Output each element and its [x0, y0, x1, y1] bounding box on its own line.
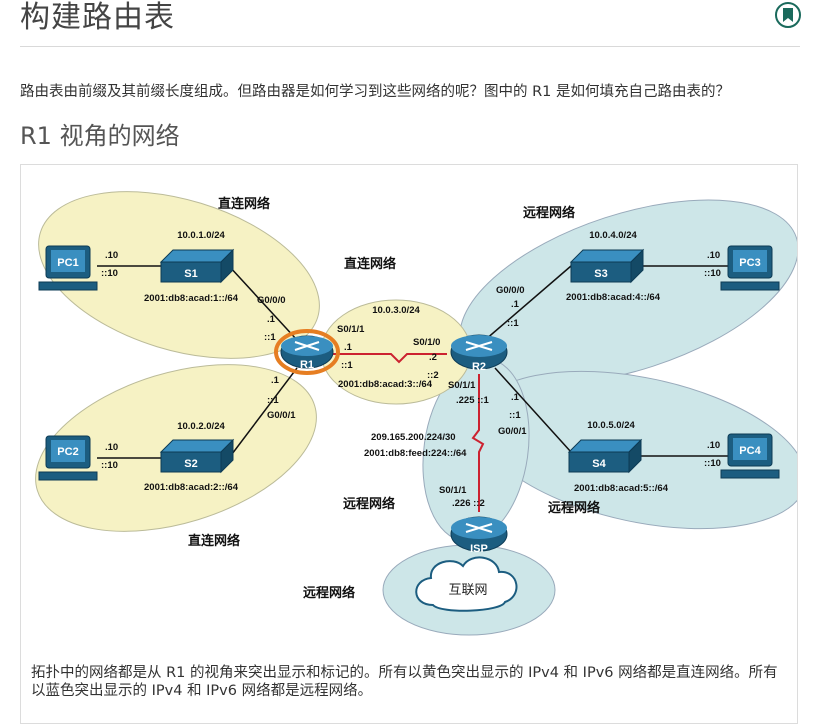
r1-s011-ipv6: ::1: [341, 360, 353, 371]
net2-ipv6: 2001:db8:acad:2::/64: [144, 482, 239, 493]
internet-label: 互联网: [448, 582, 487, 597]
intro-text: 路由表由前缀及其前缀长度组成。但路由器是如何学习到这些网络的呢？图中的 R1 是…: [20, 84, 731, 100]
net1-ipv6: 2001:db8:acad:1::/64: [144, 293, 239, 304]
r2-g001-ipv6: ::1: [509, 410, 521, 421]
r2-g001-name: G0/0/1: [498, 426, 527, 437]
switch-s2[interactable]: S2: [159, 438, 235, 474]
isp-s011-addr: .226 ::2: [452, 498, 485, 509]
net1-ipv4: 10.0.1.0/24: [177, 230, 225, 241]
pc1-ipv6: ::10: [101, 268, 118, 279]
pc1[interactable]: PC1: [38, 245, 98, 291]
s2-label: S2: [184, 458, 197, 470]
r1-s011-ipv4: .1: [344, 342, 353, 353]
bookmark-button[interactable]: [775, 2, 801, 28]
label-remote-right: 远程网络: [548, 500, 600, 515]
isp-label: ISP: [470, 543, 488, 555]
isp-link-ipv6: 2001:db8:feed:224::/64: [364, 448, 467, 459]
pc4-ipv4: .10: [707, 440, 720, 451]
net2-ipv4: 10.0.2.0/24: [177, 421, 225, 432]
isp-s011-name: S0/1/1: [439, 485, 467, 496]
r2-g000-ipv6: ::1: [507, 318, 519, 329]
net3-ipv6: 2001:db8:acad:3::/64: [338, 379, 433, 390]
r1-g001-name: G0/0/1: [267, 410, 296, 421]
switch-s4[interactable]: S4: [567, 438, 643, 474]
figure-caption: 拓扑中的网络都是从 R1 的视角来突出显示和标记的。所有以黄色突出显示的 IPv…: [31, 665, 778, 699]
pc1-ipv4: .10: [105, 250, 118, 261]
net4-ipv4: 10.0.4.0/24: [589, 230, 637, 241]
link-r1-r2-serial: [331, 353, 447, 364]
links: [97, 265, 729, 459]
r2-label: R2: [472, 361, 486, 373]
r1-g000-ipv6: ::1: [264, 332, 276, 343]
r2-g001-ipv4: .1: [511, 392, 520, 403]
r2-s011-addr: .225 ::1: [456, 395, 489, 406]
pc2-label: PC2: [57, 446, 78, 458]
link-r2-s4: [494, 367, 572, 453]
pc3[interactable]: PC3: [720, 245, 780, 291]
direct-regions: [35, 191, 472, 532]
r1-g000-name: G0/0/0: [257, 295, 286, 306]
router-r1[interactable]: R1: [274, 329, 340, 375]
section-title: R1 视角的网络: [20, 122, 180, 150]
pc4-ipv6: ::10: [704, 458, 721, 469]
r1-s011-name: S0/1/1: [337, 324, 365, 335]
pc3-label: PC3: [739, 257, 760, 269]
net4-ipv6: 2001:db8:acad:4::/64: [566, 292, 661, 303]
label-direct-top: 直连网络: [218, 196, 270, 211]
pc1-label: PC1: [57, 257, 78, 269]
r2-s010-name: S0/1/0: [413, 337, 440, 348]
net3-ipv4: 10.0.3.0/24: [372, 305, 420, 316]
switch-s1[interactable]: S1: [159, 248, 235, 284]
r1-g000-ipv4: .1: [267, 314, 276, 325]
link-r2-s3: [484, 265, 572, 341]
pc2-ipv6: ::10: [101, 460, 118, 471]
label-remote-mid: 远程网络: [343, 496, 395, 511]
topology-figure: PC1 PC2 PC3 PC4 S1 S2 S3: [20, 164, 807, 724]
s1-label: S1: [184, 268, 197, 280]
net5-ipv6: 2001:db8:acad:5::/64: [574, 483, 669, 494]
pc4-label: PC4: [739, 445, 761, 457]
page-title: 构建路由表: [20, 0, 175, 35]
pc2[interactable]: PC2: [38, 435, 98, 481]
link-s1-r1: [228, 265, 298, 341]
switch-s3[interactable]: S3: [569, 248, 645, 284]
router-r2[interactable]: R2: [450, 334, 508, 373]
label-direct-mid: 直连网络: [344, 256, 396, 271]
internet-cloud: 互联网: [415, 556, 518, 612]
r1-label: R1: [300, 359, 314, 371]
net5-ipv4: 10.0.5.0/24: [587, 420, 635, 431]
title-divider: [20, 46, 800, 47]
link-s2-r1: [228, 367, 298, 459]
topology-diagram: PC1 PC2 PC3 PC4 S1 S2 S3: [35, 191, 807, 636]
label-remote-top: 远程网络: [523, 205, 575, 220]
bookmark-icon: [783, 8, 793, 22]
label-remote-bottom: 远程网络: [303, 585, 355, 600]
label-direct-bottom: 直连网络: [188, 533, 240, 548]
pc3-ipv6: ::10: [704, 268, 721, 279]
r2-s010-ipv4: .2: [429, 352, 437, 363]
s3-label: S3: [594, 268, 607, 280]
isp-link-ipv4: 209.165.200.224/30: [371, 432, 456, 443]
pc4[interactable]: PC4: [720, 433, 780, 479]
r1-g001-ipv4: .1: [271, 375, 280, 386]
r2-g000-ipv4: .1: [511, 299, 520, 310]
r2-s011-name: S0/1/1: [448, 380, 476, 391]
r1-g001-ipv6: ::1: [267, 395, 279, 406]
router-isp[interactable]: ISP: [450, 516, 508, 555]
pc3-ipv4: .10: [707, 250, 720, 261]
r2-s010-ipv6: ::2: [427, 370, 439, 381]
r2-g000-name: G0/0/0: [496, 285, 525, 296]
link-r2-isp-serial: [471, 374, 485, 512]
s4-label: S4: [592, 458, 606, 470]
pc2-ipv4: .10: [105, 442, 118, 453]
